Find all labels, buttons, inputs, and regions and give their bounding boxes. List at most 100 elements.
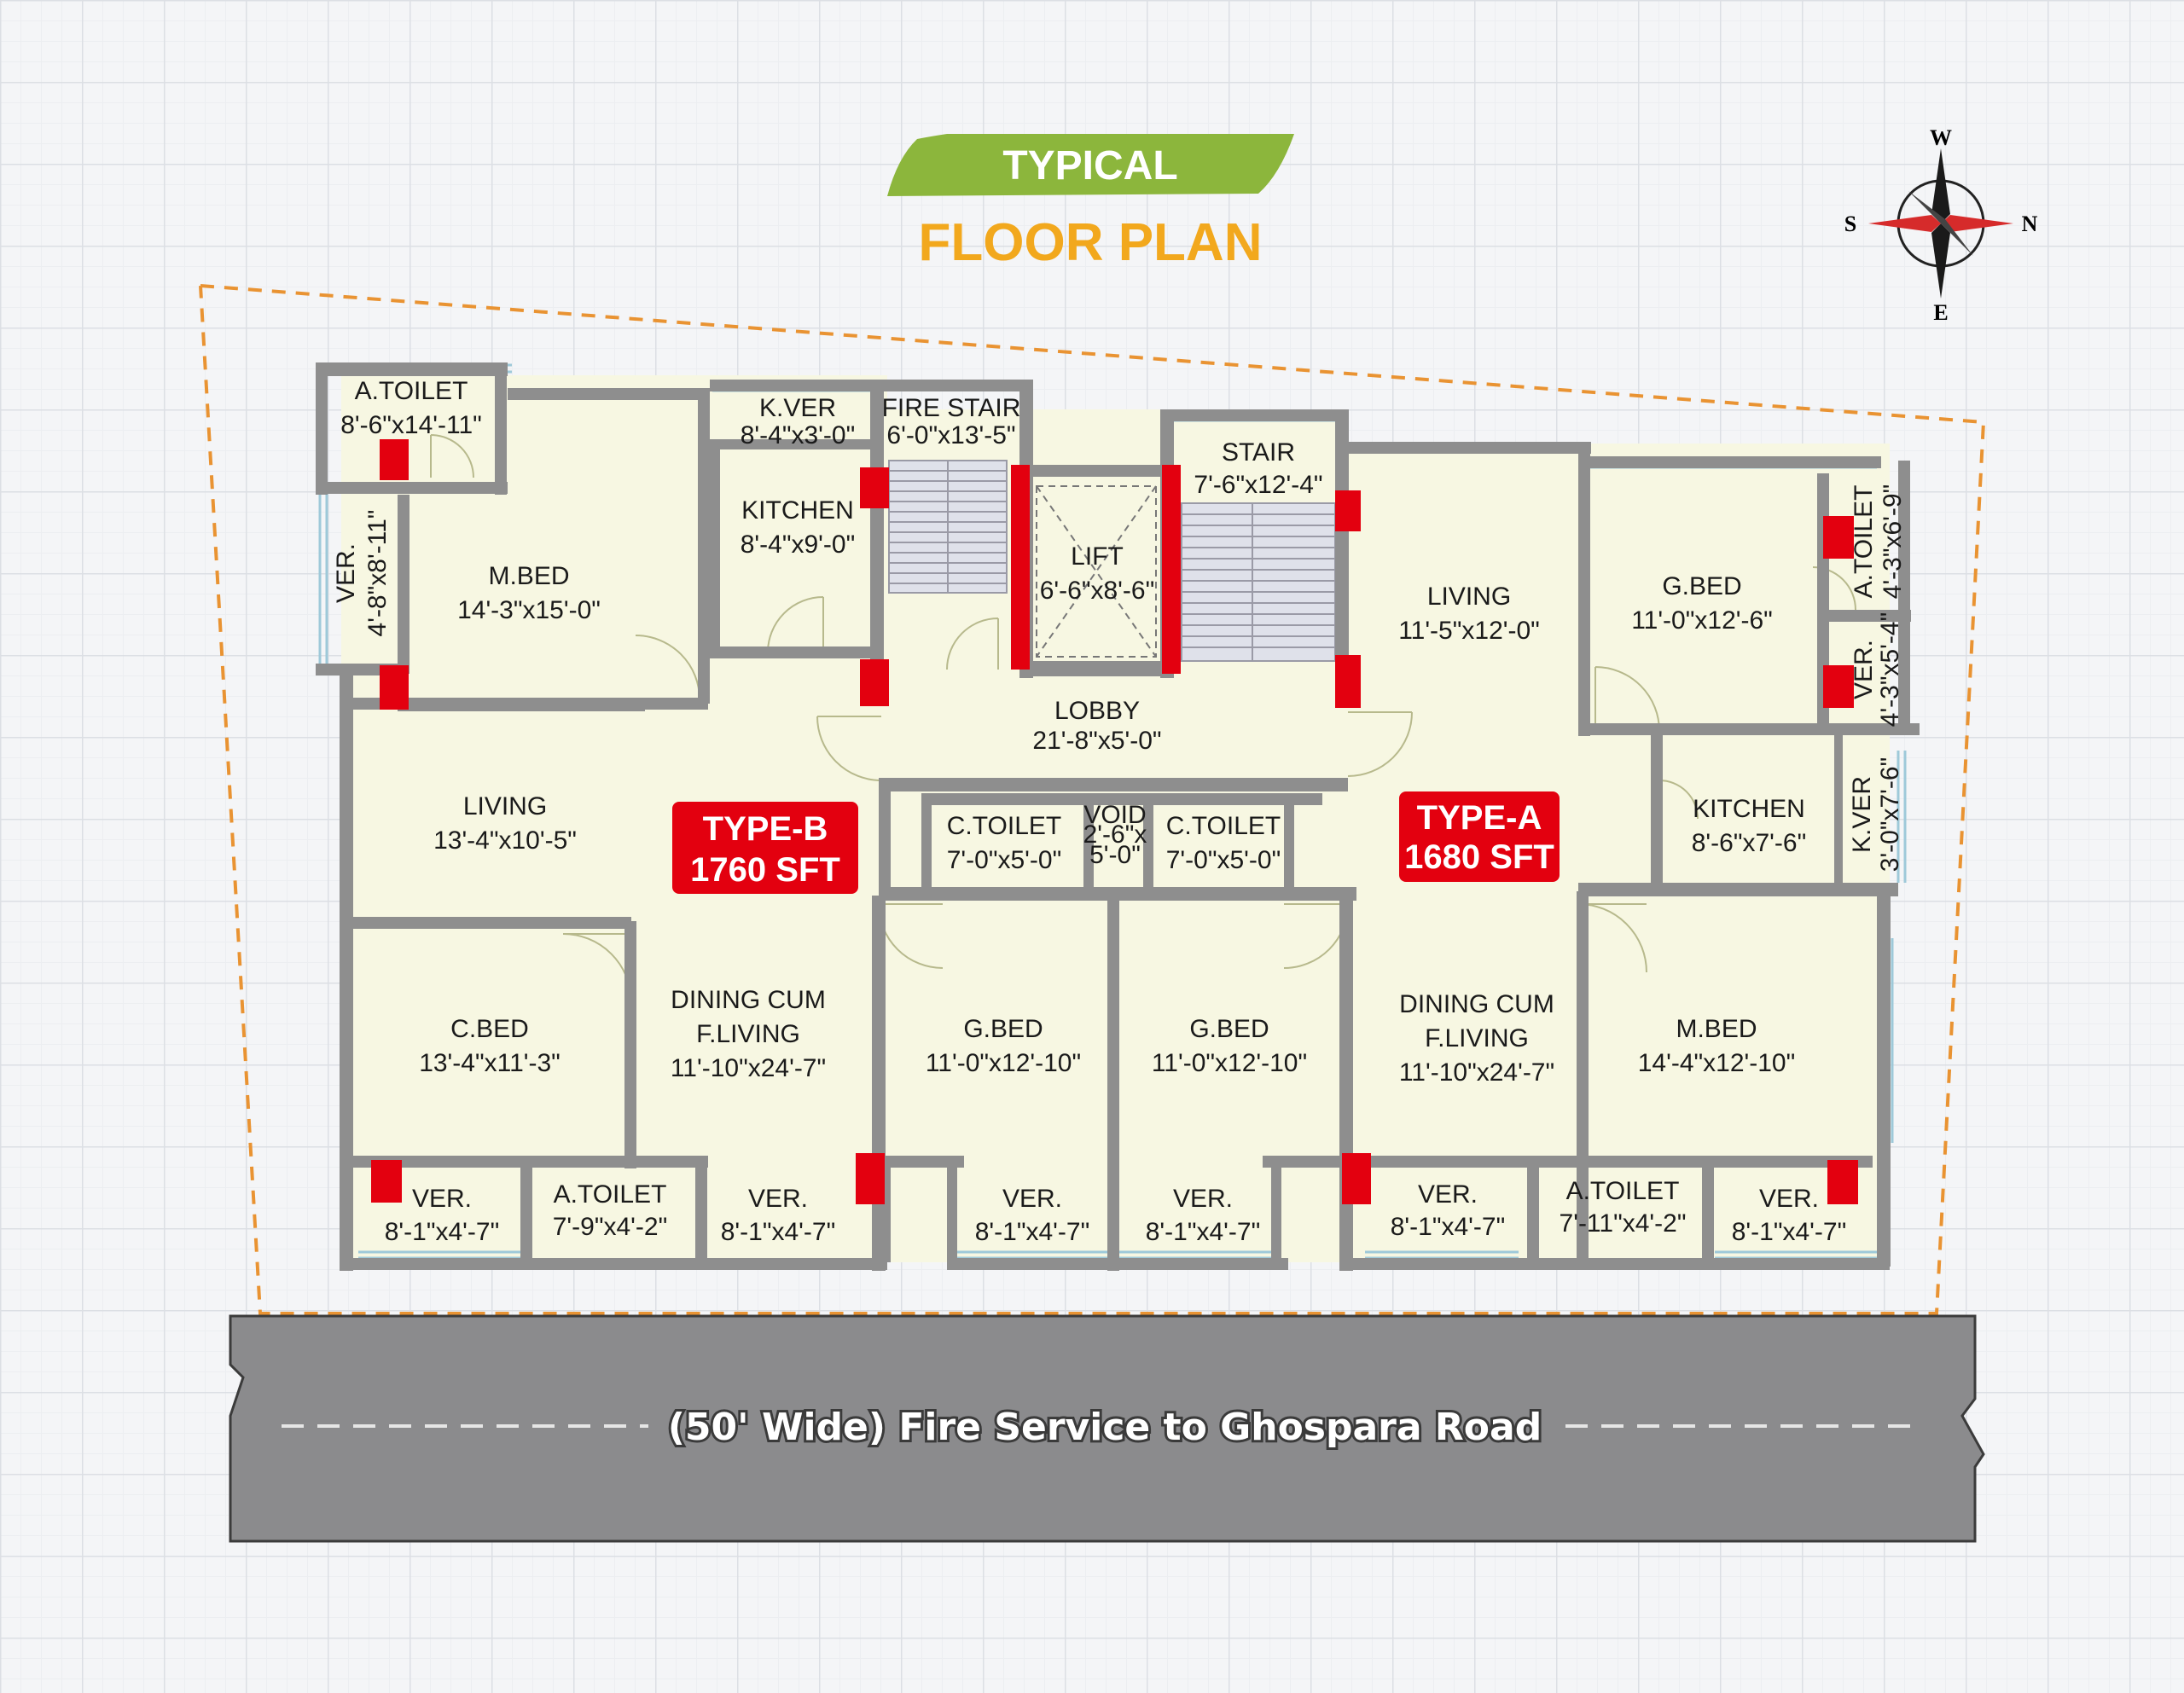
road: (50' Wide) Fire Service to Ghospara Road [229,1314,1985,1543]
column-10 [1823,665,1854,708]
wall-mid-divider [1107,896,1119,1271]
room-name: STAIR [1222,438,1295,467]
wall-void-right [1143,793,1153,887]
road-shape [229,1314,1985,1543]
header-badge-shape [887,134,1294,196]
column-11 [371,1160,402,1203]
lift-cross-1 [1036,485,1157,658]
column-7 [1335,490,1361,531]
road-label: (50' Wide) Fire Service to Ghospara Road [668,1406,1542,1449]
column-6 [1162,465,1181,674]
unit-badge-type-b: TYPE-B 1760 SFT [672,802,858,894]
compass-east: E [1933,300,1948,325]
columns [371,439,1858,1204]
fire-stair-steps [888,460,1008,594]
room-size: 7'-9"x4'-2" [553,1213,667,1241]
door-mbed-a [1577,903,1647,973]
compass-needle-vertical [1931,148,1950,223]
door-a-entry [1347,711,1413,777]
column-1 [380,439,409,480]
wall-lift-top [1019,465,1169,477]
room-size: 6'-6"x8'-6" [1040,577,1154,605]
room-size: 11'-0"x12'-10" [926,1049,1081,1077]
room-name: LIVING [463,792,547,820]
room-name: C.TOILET [947,812,1061,840]
door-kitchen-a [1658,780,1699,820]
wall-mid-top [879,887,1356,901]
room-name: KITCHEN [1693,795,1805,823]
site-boundary [199,284,1986,1315]
room-name: VOID [1083,801,1146,829]
room-name: C.TOILET [1166,812,1281,840]
room-name: G.BED [1662,572,1741,600]
column-9 [1823,516,1854,559]
wall-b-top-atoilet [316,362,508,376]
room-size: 4'-8"x8'-11" [363,510,392,637]
wall-atoilet-right [495,362,507,495]
door-gbed-a-top [1594,666,1660,732]
window-a-kver [1896,751,1907,883]
room-size: 6'-0"x13'-5" [886,421,1015,449]
room-size: 11'-0"x12'-6" [1631,606,1773,635]
wall-a-top [1344,442,1591,454]
wall-stair-right [1335,409,1349,691]
room-name: VER. [1759,1185,1819,1213]
stair-box [1181,502,1336,662]
unit-badge-type-a-bg [1399,791,1560,882]
room-name: K.VER [1848,776,1876,853]
room-name: A.TOILET [554,1180,667,1209]
wall-b-atoilet-right [695,1160,707,1262]
room-name: LOBBY [1054,697,1140,725]
room-size: 8'-4"x9'-0" [741,531,855,559]
compass-needle-horizontal-e [1941,215,2013,232]
room-name: G.BED [1189,1015,1269,1043]
room-name: M.BED [488,562,569,590]
room-size: 7'-6"x12'-4" [1194,471,1322,499]
room-name: A.TOILET [355,377,468,405]
wall-lobby-bottom [879,778,1348,791]
wall-mid-bottom-left [879,1156,964,1168]
compass-north: N [2022,212,2038,236]
stair-treads [1182,503,1335,661]
column-5 [1011,465,1030,670]
room-name: VER. [1850,640,1878,699]
room-labels: A.TOILET 8'-6"x14'-11" VER. 4'-8"x8'-11"… [332,377,1907,1246]
room-size: 21'-8"x5'-0" [1032,727,1161,755]
room-size: 8'-1"x4'-7" [1391,1213,1505,1241]
compass-rose: W E S N [1844,125,2038,325]
compass-needle-horizontal [1868,215,1941,232]
wall-b-dining-left [624,921,636,1168]
wall-a-bottom [1344,1258,1890,1270]
main-stair-steps [1181,502,1336,662]
wall-atoilet-left [316,362,328,495]
room-size: 13'-4"x11'-3" [419,1049,561,1077]
wall-a-atoilet-bottom [1817,610,1911,622]
wall-kver-top [710,380,1030,391]
column-13 [1342,1153,1371,1204]
wall-ctoilet-top [921,793,1322,805]
column-2 [380,665,409,710]
room-size: 7'-0"x5'-0" [947,846,1061,874]
wall-b-atoilet-left [520,1160,532,1262]
wall-a-gbed-bottom [1583,723,1920,735]
room-name: F.LIVING [1425,1024,1529,1052]
room-size: 11'-5"x12'-0" [1398,617,1540,645]
room-size: 4'-3"x6'-9" [1879,484,1907,599]
wall-a-kitchen-left [1651,733,1663,891]
wall-mid-bottom [947,1258,1288,1270]
room-size: 8'-4"x3'-0" [741,421,855,449]
wall-b-bottom [341,1258,887,1270]
wall-atoilet-bottom [316,482,508,494]
door-b-entry [816,716,882,781]
wall-a-ver-right [1898,618,1910,725]
wall-b-living-top [341,698,708,710]
room-size: 13'-4"x10'-5" [433,826,577,855]
room-size: 8'-6"x14'-11" [340,411,482,439]
wall-lift-bottom [1028,661,1173,676]
room-name: VER. [1002,1185,1062,1213]
wall-lobby-stub-left [879,789,891,900]
unit-type-a: TYPE-A [1417,799,1542,837]
compass-west: W [1930,125,1952,150]
column-3 [860,467,889,508]
